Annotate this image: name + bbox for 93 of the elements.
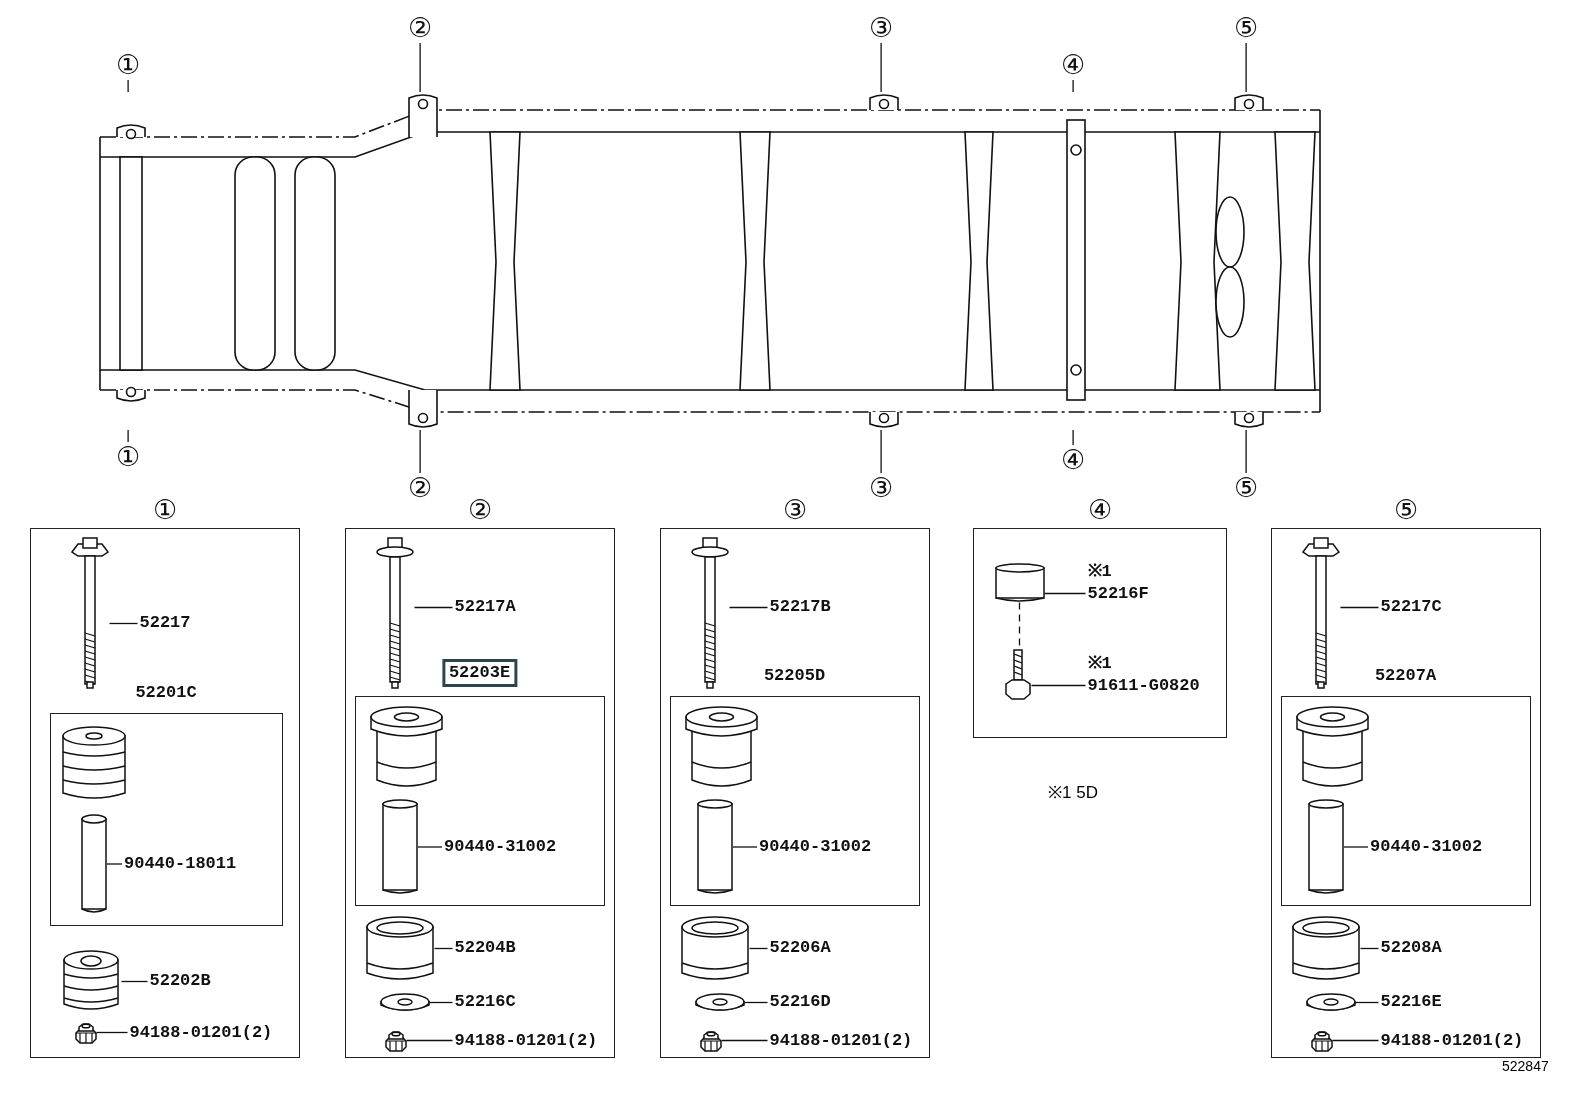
bolt-drawing xyxy=(69,537,110,688)
leader-line xyxy=(1043,592,1087,595)
leader-line xyxy=(413,606,454,609)
part-number: 90440-31002 xyxy=(759,836,872,858)
callout-number: ① xyxy=(116,442,141,472)
leader-line xyxy=(419,42,421,93)
sleeve-drawing xyxy=(1308,799,1344,895)
leader-line xyxy=(732,846,758,848)
part-number: 94188-01201(2) xyxy=(454,1029,598,1052)
leader-line xyxy=(880,429,882,474)
nut-drawing xyxy=(384,1029,407,1052)
leader-line xyxy=(428,1001,454,1004)
callout-number: ④ xyxy=(1061,50,1086,80)
callout-number: ③ xyxy=(869,473,894,503)
leader-line xyxy=(419,429,421,474)
cushion-drawing xyxy=(679,914,750,983)
part-number: 52217B xyxy=(769,595,831,620)
sleeve-drawing xyxy=(382,799,418,895)
part-number: 52217 xyxy=(139,611,191,636)
part-number: 52204B xyxy=(454,936,516,961)
leader-line xyxy=(1030,684,1087,687)
part-number: 52202B xyxy=(149,969,211,994)
kit-part-number: 52205D xyxy=(763,664,826,687)
leader-line xyxy=(108,622,139,625)
bolt-drawing xyxy=(1300,537,1341,688)
washer-drawing xyxy=(1305,992,1356,1013)
sleeve-drawing xyxy=(81,814,107,914)
washer-drawing xyxy=(379,992,430,1013)
leader-line xyxy=(1339,606,1380,609)
washer-drawing xyxy=(694,992,745,1013)
leader-line xyxy=(106,863,123,865)
callout-number: ⑤ xyxy=(1234,13,1259,43)
nut-drawing xyxy=(1310,1029,1333,1052)
cushion-drawing xyxy=(1290,914,1361,983)
drawing-number: 522847 xyxy=(1502,1058,1549,1074)
part-number: 52208A xyxy=(1380,936,1442,961)
leader-line xyxy=(405,1039,454,1042)
part-number: ※1 52216F xyxy=(1087,560,1158,605)
leader-line xyxy=(748,947,769,950)
leader-line xyxy=(880,42,882,93)
leader-line xyxy=(1245,429,1247,474)
part-number: 52216D xyxy=(769,990,831,1015)
leader-line xyxy=(720,1039,769,1042)
callout-number: ③ xyxy=(869,13,894,43)
cushion-drawing xyxy=(994,562,1045,603)
leader-line xyxy=(1354,1001,1380,1004)
leader-line xyxy=(743,1001,769,1004)
bolt-drawing xyxy=(374,537,415,688)
leader-line xyxy=(1245,42,1247,93)
note: ※1 5D xyxy=(1048,782,1098,803)
kit-part-number: 52201C xyxy=(135,681,197,704)
leader-line xyxy=(127,79,129,93)
part-number: 94188-01201(2) xyxy=(1380,1029,1524,1052)
leader-line xyxy=(417,846,443,848)
kit-part-number: 52207A xyxy=(1374,664,1437,687)
cushion-drawing xyxy=(364,914,435,983)
leader-line xyxy=(1072,79,1074,93)
panel-number: ⑤ xyxy=(1393,495,1419,525)
part-number: 94188-01201(2) xyxy=(769,1029,913,1052)
callout-number: ⑤ xyxy=(1234,473,1259,503)
kit-part-number: 52203E xyxy=(441,658,518,687)
leader-line xyxy=(120,980,149,983)
part-number: 52216E xyxy=(1380,990,1442,1015)
part-number: 52206A xyxy=(769,936,831,961)
part-number: 52216C xyxy=(454,990,516,1015)
panel-number: ③ xyxy=(782,495,808,525)
leader-line xyxy=(1343,846,1369,848)
panel-number: ② xyxy=(467,495,493,525)
panel-number: ④ xyxy=(1087,495,1113,525)
callout-number: ① xyxy=(116,50,141,80)
nut-drawing xyxy=(74,1021,97,1044)
leader-line xyxy=(433,947,454,950)
leader-line xyxy=(95,1031,129,1034)
part-number: ※1 91611-G0820 xyxy=(1087,652,1213,697)
part-number: 90440-31002 xyxy=(1370,836,1483,858)
panel-number: ① xyxy=(152,495,178,525)
leader-line xyxy=(1359,947,1380,950)
leader-line xyxy=(728,606,769,609)
callout-number: ② xyxy=(408,473,433,503)
part-number: 52217A xyxy=(454,595,516,620)
part-number: 90440-18011 xyxy=(124,853,237,875)
bolt-drawing xyxy=(1003,649,1032,700)
part-number: 94188-01201(2) xyxy=(129,1021,273,1044)
leader-line xyxy=(1072,429,1074,446)
nut-drawing xyxy=(699,1029,722,1052)
bolt-drawing xyxy=(689,537,730,688)
leader-line xyxy=(127,429,129,443)
callout-number: ② xyxy=(408,13,433,43)
callout-number: ④ xyxy=(1061,445,1086,475)
part-number: 90440-31002 xyxy=(444,836,557,858)
sleeve-drawing xyxy=(697,799,733,895)
part-number: 52217C xyxy=(1380,595,1442,620)
leader-line xyxy=(1331,1039,1380,1042)
